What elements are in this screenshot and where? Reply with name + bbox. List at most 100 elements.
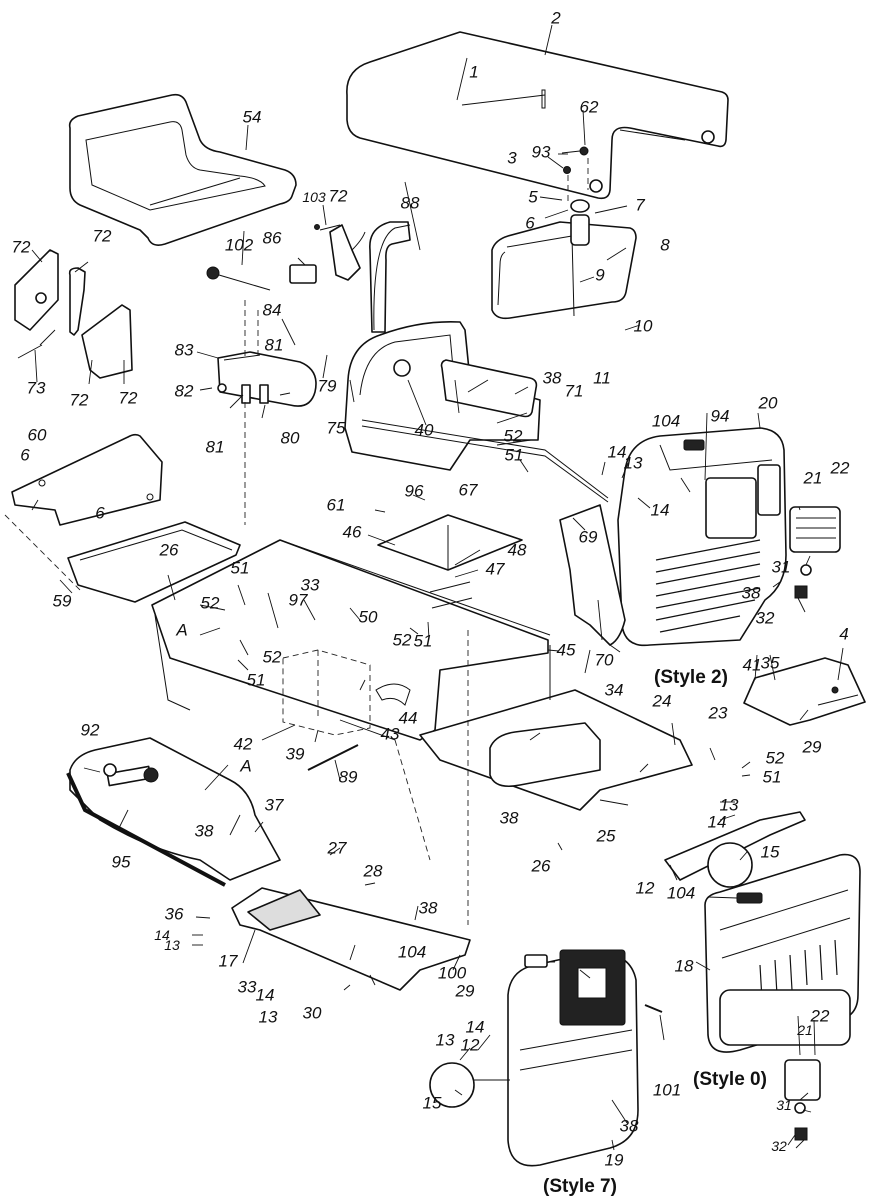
callout-21: 21 [797,1022,813,1038]
callout-31: 31 [776,1097,792,1113]
callout-67: 67 [458,480,478,500]
callout-72: 72 [328,186,348,206]
callout-79: 79 [317,376,337,396]
callout-14: 14 [607,442,627,462]
floor-plate-part [377,514,523,609]
battery-part [282,649,411,736]
callout-104: 104 [397,942,427,962]
callout-93: 93 [531,142,551,162]
callout-3: 3 [507,148,517,168]
callout-39: 39 [285,744,305,764]
headlight-bar-part [664,811,806,888]
hood-bolt-hardware [561,146,589,205]
callout-14: 14 [650,500,670,520]
callout-31: 31 [771,557,791,577]
callout-28: 28 [363,861,383,881]
callout-40: 40 [414,420,434,440]
callout-59: 59 [52,591,72,611]
callout-13: 13 [719,795,739,815]
callout-71: 71 [564,381,584,401]
callout-19: 19 [604,1150,624,1170]
callout-86: 86 [262,228,282,248]
callout-11: 11 [593,368,611,388]
callout-51: 51 [762,767,782,787]
callout-52: 52 [200,593,220,613]
callout-95: 95 [111,852,131,872]
callout-25: 25 [596,826,616,846]
callout-13: 13 [164,937,180,953]
callout-9: 9 [595,265,605,285]
callout-51: 51 [504,445,524,465]
callout-75: 75 [326,418,346,438]
style-0-caption: (Style 0) [693,1069,767,1090]
callout-52: 52 [262,647,282,667]
callout-62: 62 [579,97,599,117]
callout-94: 94 [710,406,730,426]
callout-13: 13 [435,1030,455,1050]
callout-42: 42 [233,734,253,754]
callout-60: 60 [27,425,47,445]
callout-38: 38 [499,808,519,828]
callout-29: 29 [455,981,475,1001]
callout-38: 38 [741,583,761,603]
callout-69: 69 [578,527,598,547]
callout-72: 72 [11,237,31,257]
seat-part [68,93,297,246]
callout-10: 10 [633,316,653,336]
callout-38: 38 [418,898,438,918]
callout-32: 32 [771,1138,787,1154]
callout-73: 73 [26,378,46,398]
callout-47: 47 [485,559,505,579]
callout-72: 72 [69,390,89,410]
callout-72: 72 [118,388,138,408]
grille-style0-part [704,853,861,1141]
callout-14: 14 [154,927,170,943]
callout-29: 29 [802,737,822,757]
callout-8: 8 [660,235,670,255]
callout-35: 35 [760,653,780,673]
callout-15: 15 [760,842,780,862]
callout-80: 80 [280,428,300,448]
callout-41: 41 [742,655,762,675]
callout-26: 26 [531,856,551,876]
callout-92: 92 [80,720,100,740]
callout-22: 22 [810,1006,830,1026]
fuel-tank-part [491,199,637,320]
callout-18: 18 [674,956,694,976]
callout-7: 7 [635,195,645,215]
callout-101: 101 [652,1080,682,1100]
callout-12: 12 [635,878,655,898]
choke-and-switch-parts [206,264,317,291]
callout-33: 33 [237,977,257,997]
callout-14: 14 [255,985,275,1005]
callout-84: 84 [262,300,282,320]
callout-104: 104 [651,411,681,431]
callout-21: 21 [803,468,823,488]
callout-52: 52 [765,748,785,768]
callout-13: 13 [623,453,643,473]
callout-50: 50 [358,607,378,627]
callout-33: 33 [300,575,320,595]
callout-70: 70 [594,650,614,670]
callout-26: 26 [159,540,179,560]
callout-12: 12 [460,1035,480,1055]
callout-103: 103 [302,189,326,205]
callout-51: 51 [230,558,250,578]
callout-5: 5 [528,187,538,207]
callout-4: 4 [839,624,849,644]
leader-lines [31,24,844,1151]
callout-44: 44 [398,708,418,728]
callout-27: 27 [327,838,347,858]
callout-104: 104 [666,883,696,903]
callout-100: 100 [437,963,467,983]
callout-6: 6 [20,445,30,465]
callout-a: A [240,756,252,776]
dash-panel-part [344,221,609,503]
callout-38: 38 [542,368,562,388]
callout-72: 72 [92,226,112,246]
callout-20: 20 [758,393,778,413]
style-2-caption: (Style 2) [654,667,728,688]
callout-13: 13 [258,1007,278,1027]
callout-2: 2 [551,8,561,28]
